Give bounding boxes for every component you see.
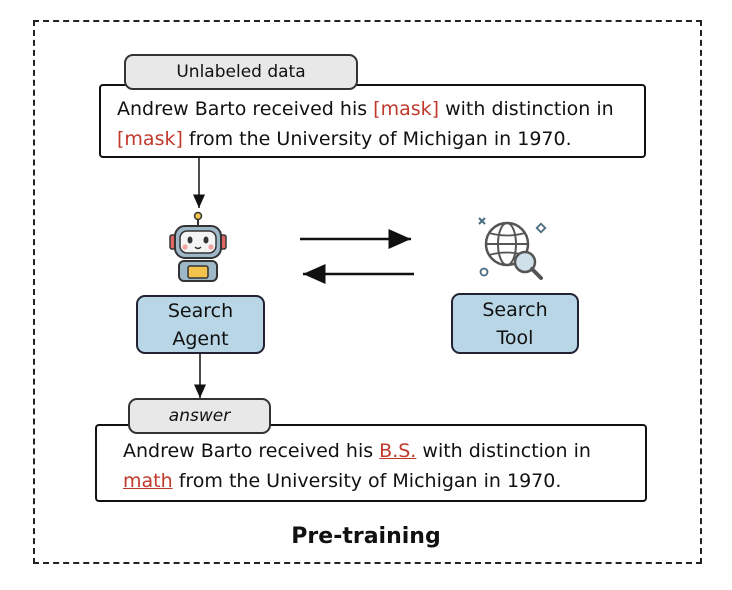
output-text-2: with distinction in	[416, 440, 591, 462]
unlabeled-data-tag: Unlabeled data	[124, 54, 358, 90]
mask-token-2: [mask]	[117, 128, 183, 150]
input-text-2: with distinction in	[439, 98, 614, 120]
pretraining-frame	[33, 20, 702, 564]
input-text-1: Andrew Barto received his	[117, 98, 374, 120]
diagram-title: Pre-training	[291, 524, 441, 549]
search-agent-line1: Search	[167, 299, 234, 322]
answer-token-1: B.S.	[379, 440, 417, 462]
answer-token-2: math	[123, 470, 173, 492]
search-agent-node: Search Agent	[136, 295, 265, 354]
globe-search-icon	[478, 217, 547, 280]
unlabeled-data-label: Unlabeled data	[176, 62, 306, 82]
answer-tag-label: answer	[168, 406, 231, 426]
output-text-1: Andrew Barto received his	[123, 440, 380, 462]
input-text-3: from the University of Michigan in 1970.	[182, 128, 572, 150]
input-sentence-box: Andrew Barto received his [mask] with di…	[99, 84, 646, 158]
output-sentence-box: Andrew Barto received his B.S. with dist…	[95, 424, 647, 502]
search-tool-line1: Search	[482, 298, 548, 321]
search-agent-line2: Agent	[172, 327, 229, 350]
search-tool-node: Search Tool	[451, 293, 579, 354]
search-tool-line2: Tool	[496, 326, 534, 349]
robot-icon	[169, 211, 227, 282]
mask-token-1: [mask]	[373, 98, 440, 120]
answer-tag: answer	[128, 398, 271, 434]
output-text-3: from the University of Michigan in 1970.	[172, 470, 562, 492]
